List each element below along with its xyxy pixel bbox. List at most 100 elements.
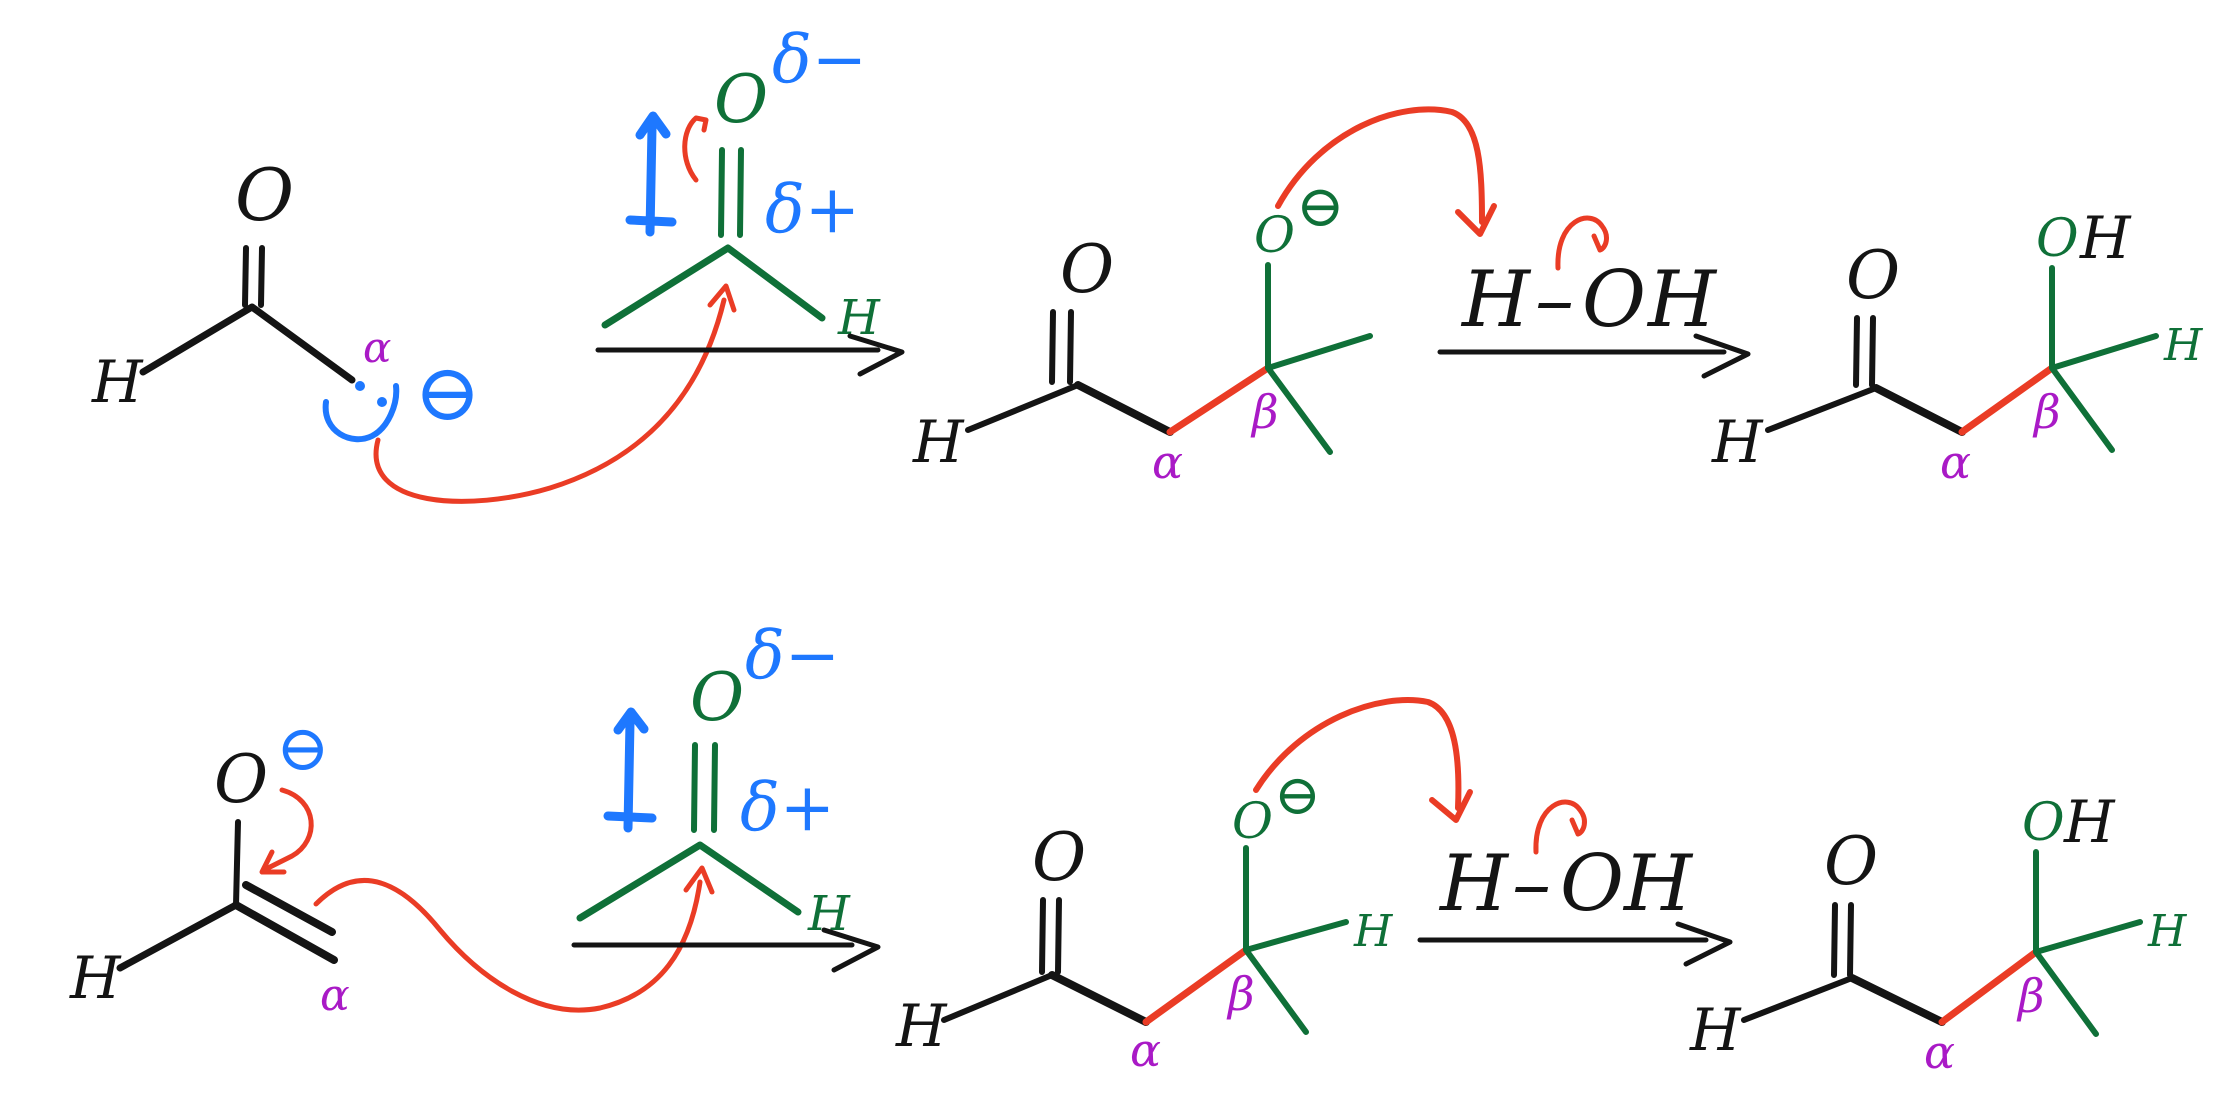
row1-electrophile-arrow-icon [625,111,677,237]
row1-acceptor-base [601,244,826,329]
row2-product-oh-h: H [2063,788,2116,856]
row2-adduct-charge: ⊖ [1274,763,1321,828]
row1-adduct-green-bonds [1265,262,1373,455]
row2-acceptor-o: O [690,659,744,736]
row1-product-beta: β [2032,385,2061,439]
row2-adduct-black-bonds [941,897,1062,1023]
row2-adduct-new-bond [1142,946,1250,1026]
row2-product: O H O H H α β [1689,788,2188,1079]
row1-product-oh-h: H [2079,204,2132,272]
row2-product-h: H [1689,996,1742,1064]
row2-product-alpha: α [1924,1025,1955,1079]
row2-adduct: O H O ⊖ H α β [895,697,1473,1077]
row2-adduct-alpha: α [1130,1023,1161,1077]
row2-adduct-beta: β [1226,967,1255,1021]
row2-enolate-o: O [214,741,268,818]
row2-attack-arrow [313,878,703,1013]
row2-product-green-bonds [2033,849,2143,1037]
row1-enolate-h: H [91,348,144,416]
row2-enolate-o-bond [233,819,241,908]
row1-enolate: O H α ⊖ [91,153,737,504]
row2-adduct-alpha-bond [1048,971,1150,1026]
row2-enolate-charge: ⊖ [276,712,330,786]
row2-adduct-green-bonds [1243,845,1349,1035]
row1-lone-pair-dot2 [377,397,387,407]
row2-acceptor: O δ− δ+ H [571,617,881,973]
row1-product-new-bond [1958,364,2056,436]
row1-product-alpha-bond [1872,384,1966,436]
row2-enolate-h-bond [116,901,240,972]
row1-adduct-new-bond [1166,364,1272,436]
row1-lone-pair-dot1 [355,381,365,391]
row1-product-h: H [1711,408,1764,476]
row1-step1-arrow [595,333,905,377]
row2-enolate-double-bond [232,881,338,964]
row1-enolate-carbonyl [242,245,265,308]
row2-protonation-arrow [1253,697,1462,811]
row2-reagent-h: H [1438,839,1510,929]
row1-protonation-arrow [1275,106,1485,225]
row2-water-arrow [1533,799,1587,855]
row1-enolate-charge: ⊖ [414,346,481,439]
row2-acceptor-delta-minus: δ− [745,617,840,694]
row2-adduct-h-side: H [1353,906,1394,957]
row2-step1-arrow [571,927,881,973]
row1-adduct-o-minus: O [1254,206,1295,264]
row1-step2-arrow [1437,333,1751,379]
row1-acceptor-double-bond [718,147,744,238]
row1-acceptor-delta-minus: δ− [772,21,867,98]
row1-adduct-black-bonds [965,309,1081,433]
row1-product: O H O H H α β [1711,204,2204,489]
row1-product-alpha: α [1940,435,1971,489]
row2-product-alpha-bond [1848,974,1946,1026]
row2-electrophile-arrow-icon [603,707,657,833]
row2-product-beta: β [2016,969,2045,1023]
row2-adduct-o: O [1032,819,1086,896]
row1-reagent: H – O H [1437,215,1751,379]
row1-enolate-bonds [139,303,356,384]
row1-adduct-beta: β [1250,385,1279,439]
row2-acceptor-base [576,841,802,922]
row2-acceptor-delta-plus: δ+ [740,769,835,846]
row1-adduct-o: O [1060,231,1114,308]
row1-adduct-h: H [912,408,965,476]
row1-acceptor-delta-plus: δ+ [765,171,860,248]
row1-adduct: O H O ⊖ α β [912,106,1497,489]
row1-adduct-charge: ⊖ [1296,172,1345,240]
row1-product-black-bonds [1765,315,1879,433]
row2-reagent: H – O H [1417,799,1733,967]
row1-product-green-bonds [2049,265,2159,453]
row1-reagent-o: O [1582,255,1646,345]
row1-product-h-side: H [2163,320,2204,371]
row2-enolate-arrow-head [259,849,287,875]
row2-reagent-o: O [1560,839,1624,929]
row2-product-o: O [1824,823,1878,900]
row1-attack-arrow-head [707,283,737,313]
row2-acceptor-double-bond [691,742,718,833]
row1-product-o: O [1846,237,1900,314]
row2-product-h-side: H [2147,906,2188,957]
row2-product-oh-o: O [2022,793,2065,853]
row1-enolate-o: O [235,153,294,237]
row1-acceptor-o: O [714,61,768,138]
row1-pi-arrow [682,115,709,183]
row1-water-arrow [1555,215,1609,271]
row1-adduct-alpha-bond [1074,381,1174,436]
row2-enolate: O ⊖ H α [69,712,715,1021]
row2-protonation-arrow-head [1429,789,1473,823]
row2-reagent-h2: H [1622,839,1694,929]
row2-reagent-dash: – [1512,839,1551,929]
row2-product-black-bonds [1741,902,1855,1023]
row1-enolate-alpha: α [363,323,391,372]
row2-attack-arrow-head [683,865,715,895]
row1-lone-pair-smile [322,383,400,443]
row1-reagent-h: H [1460,255,1532,345]
row2-adduct-o-minus: O [1232,792,1273,850]
row1-protonation-arrow-head [1455,203,1497,237]
row2-step2-arrow [1417,921,1733,967]
row1-adduct-alpha: α [1152,435,1183,489]
row2-enolate-arrow [265,787,314,871]
row1-reagent-h2: H [1646,255,1718,345]
